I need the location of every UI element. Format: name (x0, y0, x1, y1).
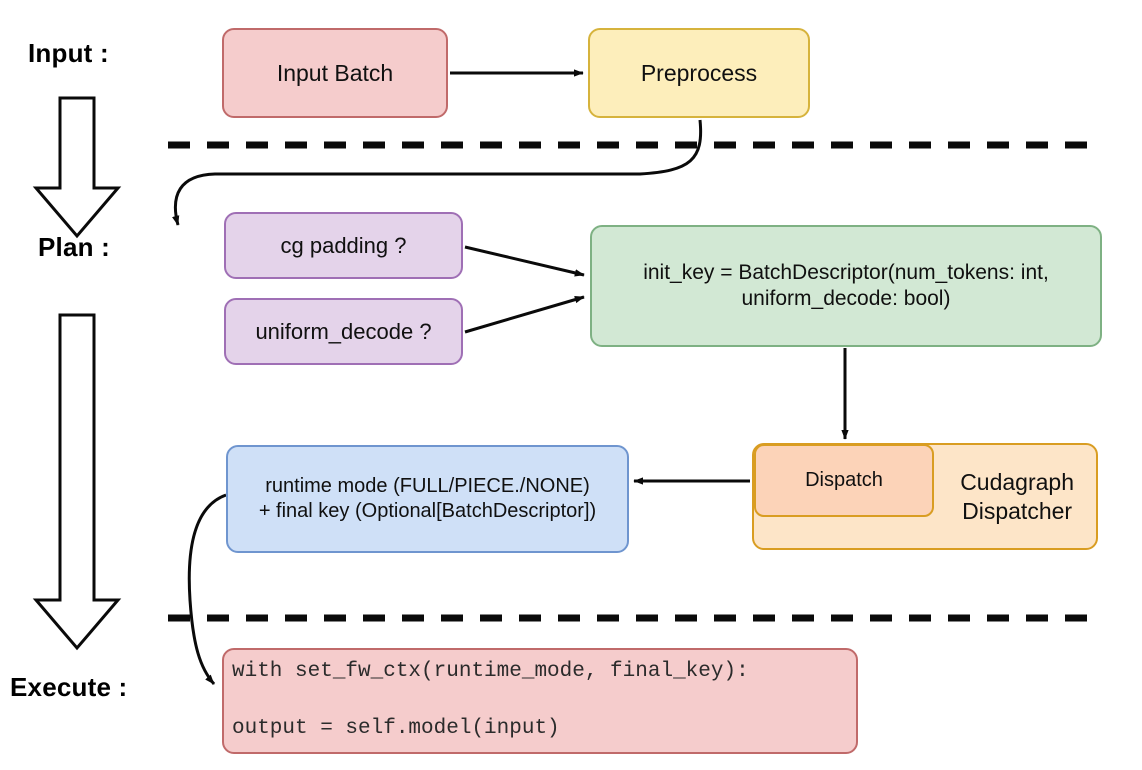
node-input-batch[interactable]: Input Batch (222, 28, 448, 118)
stage-label-plan: Plan : (38, 232, 110, 262)
code-line-2: output = self.model(input) (232, 717, 560, 741)
edge-uniform-decode-to-init-key (464, 295, 585, 334)
node-cg-padding[interactable]: cg padding ? (224, 212, 463, 279)
code-block: with set_fw_ctx(runtime_mode, final_key)… (232, 630, 749, 770)
node-uniform-decode[interactable]: uniform_decode ? (224, 298, 463, 365)
node-init-key-batch-descriptor[interactable]: init_key = BatchDescriptor(num_tokens: i… (590, 225, 1102, 347)
stage-label-execute: Execute : (10, 672, 128, 702)
node-dispatch[interactable]: Dispatch (754, 444, 934, 517)
node-execute-code-block[interactable]: with set_fw_ctx(runtime_mode, final_key)… (222, 648, 858, 754)
code-line-1: with set_fw_ctx(runtime_mode, final_key)… (232, 660, 749, 684)
edge-runtime-mode-to-exec-code (187, 493, 227, 685)
plan-to-execute-arrow (32, 313, 122, 651)
edge-cg-padding-to-init-key (464, 245, 585, 277)
stage-label-input: Input : (28, 38, 109, 68)
edge-preprocess-to-cg-padding (172, 119, 703, 226)
node-preprocess[interactable]: Preprocess (588, 28, 810, 118)
node-runtime-mode-final-key[interactable]: runtime mode (FULL/PIECE./NONE) + final … (226, 445, 629, 553)
input-to-plan-arrow (32, 96, 122, 239)
